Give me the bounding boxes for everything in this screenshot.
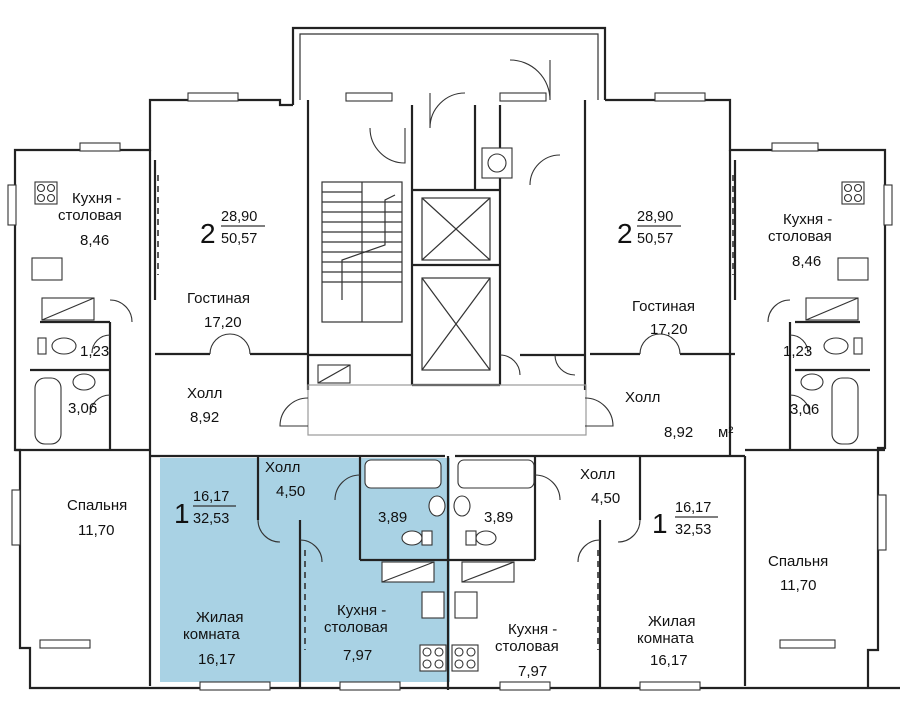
living-area: 28,90 <box>637 209 673 225</box>
living-room-area: 16,17 <box>650 652 688 669</box>
garbage-chute-wc <box>481 147 513 179</box>
rooms-count: 1 <box>174 498 190 529</box>
bathroom-area: 3,06 <box>68 400 97 417</box>
bedroom-area: 11,70 <box>780 577 816 594</box>
living-room-label: комната <box>637 630 694 647</box>
interior-walls <box>30 100 870 690</box>
left-studio-labels: 1 16,17 32,53 Холл 4,50 3,89 Жилая комна… <box>174 459 407 668</box>
living-room-area: 17,20 <box>650 321 688 338</box>
left-apartment-labels: 2 28,90 50,57 Кухня - столовая 8,46 Гост… <box>58 190 265 539</box>
kitchen-area: 8,46 <box>80 232 109 249</box>
area-unit: м² <box>718 424 733 441</box>
wc-area: 1,23 <box>783 343 812 360</box>
kitchen-label: столовая <box>768 228 832 245</box>
kitchen-area: 8,46 <box>792 253 821 270</box>
hall-label: Холл <box>625 389 660 406</box>
bedroom-area: 11,70 <box>78 522 114 539</box>
living-room-label: комната <box>183 626 240 643</box>
bedroom-label: Спальня <box>768 553 828 570</box>
kitchen-partitions <box>157 175 734 650</box>
hall-label: Холл <box>187 385 222 402</box>
fixtures-right-apartment <box>800 181 869 445</box>
living-room-label: Гостиная <box>187 290 250 307</box>
total-area: 32,53 <box>675 522 711 538</box>
living-area: 16,17 <box>193 489 229 505</box>
kitchen-area: 7,97 <box>518 663 547 680</box>
living-room-label: Жилая <box>196 609 243 626</box>
exterior-walls <box>13 26 900 690</box>
staircase <box>321 181 403 323</box>
bedroom-label: Спальня <box>67 497 127 514</box>
bathroom-area: 3,89 <box>378 509 407 526</box>
total-area: 50,57 <box>221 231 257 247</box>
kitchen-label: Кухня - <box>337 602 386 619</box>
doors <box>89 59 811 563</box>
right-apartment-labels: 2 28,90 50,57 Кухня - столовая 8,46 Гост… <box>617 209 832 594</box>
total-area: 50,57 <box>637 231 673 247</box>
rooms-count: 2 <box>617 218 633 249</box>
hall-area: 4,50 <box>591 490 620 507</box>
rooms-count: 1 <box>652 508 668 539</box>
living-room-label: Жилая <box>648 613 695 630</box>
kitchen-label: Кухня - <box>72 190 121 207</box>
living-room-area: 17,20 <box>204 314 242 331</box>
wc-area: 1,23 <box>80 343 109 360</box>
hall-area: 4,50 <box>276 483 305 500</box>
common-corridor <box>307 384 587 436</box>
fixtures-studios <box>364 459 535 672</box>
kitchen-label: Кухня - <box>508 621 557 638</box>
hall-area: 8,92 <box>664 424 693 441</box>
living-area: 28,90 <box>221 209 257 225</box>
living-room-area: 16,17 <box>198 651 236 668</box>
hall-label: Холл <box>580 466 615 483</box>
bathroom-area: 3,89 <box>484 509 513 526</box>
kitchen-area: 7,97 <box>343 647 372 664</box>
windows <box>7 92 893 691</box>
elevators <box>317 197 491 384</box>
hall-label: Холл <box>265 459 300 476</box>
fixtures-left-apartment <box>31 181 96 445</box>
total-area: 32,53 <box>193 511 229 527</box>
bathroom-area: 3,06 <box>790 401 819 418</box>
living-room-label: Гостиная <box>632 298 695 315</box>
hall-area: 8,92 <box>190 409 219 426</box>
rooms-count: 2 <box>200 218 216 249</box>
kitchen-label: столовая <box>58 207 122 224</box>
living-area: 16,17 <box>675 500 711 516</box>
kitchen-label: Кухня - <box>783 211 832 228</box>
kitchen-label: столовая <box>324 619 388 636</box>
kitchen-label: столовая <box>495 638 559 655</box>
right-studio-labels: 1 16,17 32,53 Холл 4,50 3,89 Жилая комна… <box>484 466 718 680</box>
